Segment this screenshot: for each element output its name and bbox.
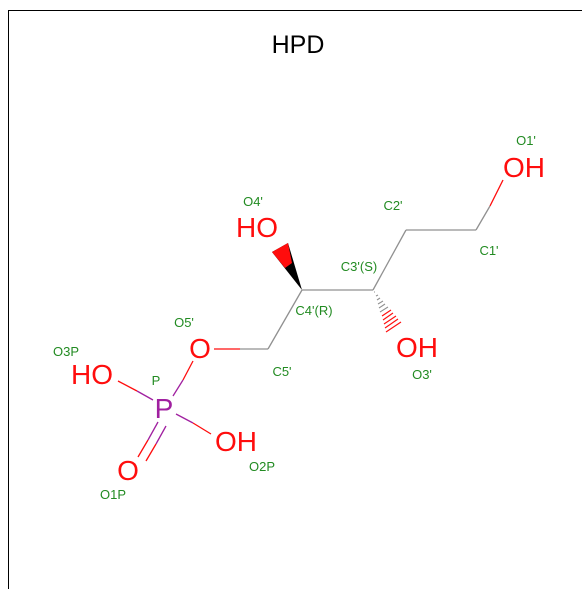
bonds (117, 179, 504, 462)
bond-p-o2p-red (192, 422, 212, 435)
atom-labels: OH HO OH O HO P OH O (71, 152, 545, 486)
name-p: P (152, 373, 161, 388)
name-c3-prime: C3'(S) (341, 259, 377, 274)
hashed-bond-c3-o3 (374, 291, 402, 333)
atom-o3p-hydroxyl: HO (71, 359, 113, 390)
name-o2p: O2P (249, 459, 275, 474)
name-o3p: O3P (53, 344, 79, 359)
name-o4-prime: O4' (243, 194, 263, 209)
bond-p-o1p-a-purple (147, 421, 159, 441)
atom-names: O1' C1' C2' O4' C3'(S) C4'(R) O5' C5' O3… (53, 133, 536, 502)
name-c1-prime: C1' (479, 243, 498, 258)
bond-p-o1p-a-red (137, 439, 149, 458)
bond-o1-c1-red (489, 179, 504, 207)
bond-o1-c1-grey (475, 205, 491, 231)
name-o1-prime: O1' (516, 133, 536, 148)
atom-o3-hydroxyl: OH (396, 332, 438, 363)
atom-o2p-hydroxyl: OH (215, 426, 257, 457)
bond-o3p-p-red (117, 380, 138, 392)
atom-o1p-double: O (117, 455, 139, 486)
bond-o5-p-red (182, 360, 194, 381)
name-c4-prime: C4'(R) (295, 303, 332, 318)
atom-o5-ester: O (189, 333, 211, 364)
atom-o4-hydroxyl: HO (236, 212, 278, 243)
bond-p-o1p-b-purple (155, 425, 167, 445)
atom-o1-hydroxyl: OH (503, 152, 545, 183)
diagram-frame (8, 10, 582, 589)
bond-c2-c3 (372, 229, 407, 291)
name-c2-prime: C2' (383, 198, 402, 213)
atom-phosphorus: P (155, 393, 174, 424)
name-o5-prime: O5' (174, 315, 194, 330)
bond-p-o1p-b-red (145, 443, 157, 462)
molecule-title: HPD (272, 31, 325, 59)
name-o1p: O1P (100, 487, 126, 502)
name-c5-prime: C5' (272, 364, 291, 379)
bond-o3p-p-purple (136, 390, 154, 401)
bond-p-o2p-purple (175, 413, 194, 424)
bond-c4-c5 (267, 289, 303, 350)
bond-o5-p-purple (172, 379, 184, 397)
wedge-bond-c4-o4-red (272, 243, 292, 268)
name-o3-prime: O3' (412, 367, 432, 382)
